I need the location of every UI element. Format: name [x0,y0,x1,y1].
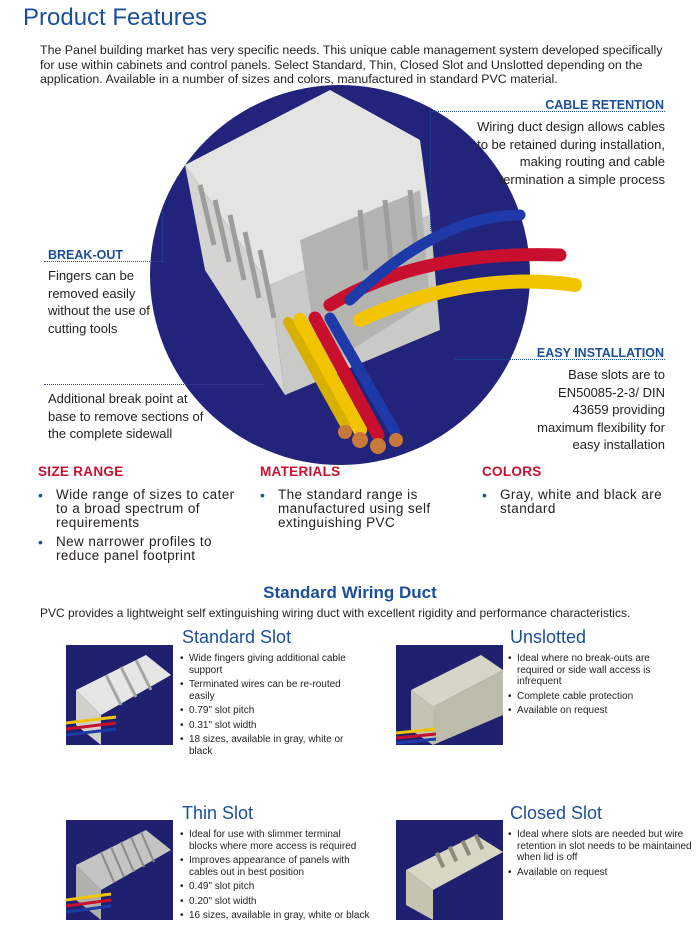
standard-slot-feature: 0.31" slot width [180,720,365,732]
materials-heading: MATERIALS [260,464,341,479]
easy-installation-leader [455,359,665,360]
size-range-item: Wide range of sizes to cater to a broad … [38,488,238,530]
closed-slot-name: Closed Slot [510,803,603,823]
thin-slot-feature: 16 sizes, available in gray, white or bl… [180,910,370,922]
thin-slot-feature: 0.20" slot width [180,896,370,908]
unslotted-image [396,645,503,745]
unslotted-feature: Complete cable protection [508,691,688,703]
cable-retention-leader [430,111,665,112]
wiring-duct-hero-image [150,85,582,465]
break-out-leader [44,261,162,262]
thin-slot-feature: 0.49" slot pitch [180,881,370,893]
materials-item: The standard range is manufactured using… [260,488,455,530]
size-range-item: New narrower profiles to reduce panel fo… [38,535,238,563]
easy-installation-heading: EASY INSTALLATION [536,346,664,360]
size-range-block: SIZE RANGE Wide range of sizes to cater … [38,464,238,568]
cable-retention-leader-vertical [430,111,431,231]
wire-bundle [283,209,582,442]
thin-slot-name: Thin Slot [182,803,254,823]
closed-slot-feature: Available on request [508,867,693,879]
copper-conductor-ends [338,425,403,454]
break-point-text: Additional break point at base to remove… [48,391,204,441]
unslotted-feature: Ideal where no break-outs are required o… [508,653,688,688]
thin-slot-features: Ideal for use with slimmer terminal bloc… [180,829,370,925]
cable-retention-text: Wiring duct design allows cables to be r… [477,119,665,187]
break-out-text: Fingers can be removed easily without th… [48,268,150,336]
unslotted-name: Unslotted [510,627,587,647]
break-out-heading: BREAK-OUT [48,248,123,262]
break-point-leader [44,384,264,385]
colors-block: COLORS Gray, white and black are standar… [482,464,672,521]
colors-item: Gray, white and black are standard [482,488,672,516]
closed-slot-image [396,820,503,920]
closed-slot-features: Ideal where slots are needed but wire re… [508,829,693,881]
standard-wiring-duct-title: Standard Wiring Duct [263,583,437,602]
cable-retention-heading: CABLE RETENTION [545,98,664,112]
standard-slot-feature: Terminated wires can be re-routed easily [180,679,365,702]
page-title: Product Features [23,4,208,31]
thin-slot-image [66,820,173,920]
unslotted-feature: Available on request [508,705,688,717]
size-range-heading: SIZE RANGE [38,464,124,479]
standard-slot-image [66,645,173,745]
intro-paragraph: The Panel building market has very speci… [40,43,663,87]
easy-installation-text: Base slots are to EN50085-2-3/ DIN 43659… [537,367,665,452]
standard-slot-feature: 0.79" slot pitch [180,705,365,717]
closed-slot-feature: Ideal where slots are needed but wire re… [508,829,693,864]
materials-block: MATERIALS The standard range is manufact… [260,464,455,535]
thin-slot-feature: Ideal for use with slimmer terminal bloc… [180,829,370,852]
standard-slot-feature: Wide fingers giving additional cable sup… [180,653,365,676]
thin-slot-feature: Improves appearance of panels with cable… [180,855,370,878]
standard-slot-name: Standard Slot [182,627,292,647]
standard-slot-feature: 18 sizes, available in gray, white or bl… [180,734,365,757]
unslotted-features: Ideal where no break-outs are required o… [508,653,688,720]
standard-slot-features: Wide fingers giving additional cable sup… [180,653,365,760]
colors-heading: COLORS [482,464,542,479]
break-out-leader-vertical [162,212,163,262]
standard-wiring-duct-description: PVC provides a lightweight self extingui… [40,606,631,620]
